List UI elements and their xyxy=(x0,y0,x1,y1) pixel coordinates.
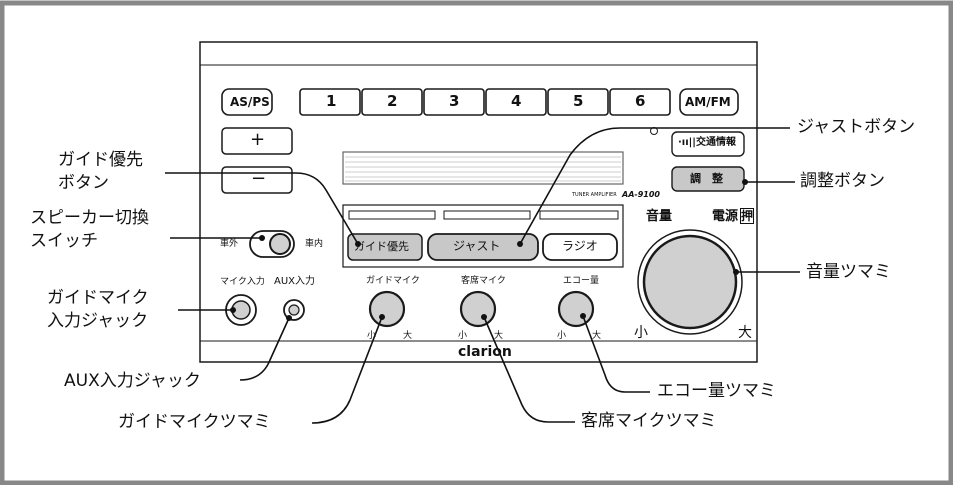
callout-guide-mic-jack-line1: ガイドマイク xyxy=(47,288,149,308)
adjust-label: 調 整 xyxy=(690,172,723,185)
preset-button-1[interactable] xyxy=(299,88,361,116)
preset-row xyxy=(221,88,739,116)
echo-knob[interactable] xyxy=(557,290,595,328)
preset-3-label: 3 xyxy=(449,92,460,110)
preset-6-label: 6 xyxy=(635,92,646,110)
preset-5-label: 5 xyxy=(573,92,584,110)
callout-aux-jack: AUX入力ジャック xyxy=(64,371,201,391)
callout-speaker-switch-line2: スイッチ xyxy=(30,231,98,251)
power-label: 電源 xyxy=(712,209,739,224)
echo-knob-min: 小 xyxy=(557,331,567,341)
model-label: AA-9100 xyxy=(622,190,660,199)
minus-label: − xyxy=(251,168,267,189)
callout-adjust-button: 調整ボタン xyxy=(800,171,885,191)
switch-inside-label: 車内 xyxy=(305,239,324,249)
just-btn-label: ジャスト xyxy=(453,239,501,253)
volume-label: 音量 xyxy=(646,209,673,224)
mic-input-label: マイク入力 xyxy=(220,277,265,287)
guide-knob-max: 大 xyxy=(403,331,413,341)
volume-knob[interactable] xyxy=(637,229,743,335)
preset-button-5[interactable] xyxy=(547,88,609,116)
just-button[interactable] xyxy=(427,233,539,261)
echo-knob-label: エコー量 xyxy=(563,276,600,286)
passenger-knob-max: 大 xyxy=(494,331,504,341)
guide-mic-knob[interactable] xyxy=(368,290,406,328)
callout-guide-priority-line2: ボタン xyxy=(58,173,109,193)
callout-guide-priority-line1: ガイド優先 xyxy=(58,150,143,170)
radio-button[interactable] xyxy=(542,233,618,261)
passenger-knob-min: 小 xyxy=(458,331,468,341)
callout-just-button: ジャストボタン xyxy=(797,117,916,137)
echo-knob-max: 大 xyxy=(592,331,602,341)
plus-button[interactable] xyxy=(221,127,293,155)
band-indicators xyxy=(348,210,619,220)
display-window xyxy=(342,151,624,185)
am-fm-label: AM/FM xyxy=(685,95,731,109)
power-push-label: 押 xyxy=(740,208,755,224)
guide-mic-knob-label: ガイドマイク xyxy=(366,276,420,286)
model-small-label: TUNER AMPLIFIER xyxy=(572,192,617,198)
leader-lines xyxy=(165,127,800,424)
adjust-button[interactable] xyxy=(671,166,745,192)
leader-dots xyxy=(230,179,748,321)
callout-guide-mic-knob: ガイドマイクツマミ xyxy=(118,412,271,432)
callout-passenger-mic-knob: 客席マイクツマミ xyxy=(581,411,717,431)
traffic-info-label: ·ıı||交通情報 xyxy=(678,137,736,148)
mic-input-jack[interactable] xyxy=(225,294,257,326)
preset-button-6[interactable] xyxy=(609,88,671,116)
plus-label: + xyxy=(250,129,266,150)
as-ps-button[interactable] xyxy=(221,88,273,116)
volume-min: 小 xyxy=(634,325,648,341)
preset-4-label: 4 xyxy=(511,92,522,110)
switch-outside-label: 車外 xyxy=(220,239,239,249)
preset-1-label: 1 xyxy=(326,92,337,110)
callout-echo-knob: エコー量ツマミ xyxy=(657,381,776,401)
radio-btn-label: ラジオ xyxy=(562,239,598,253)
callout-guide-mic-jack-line2: 入力ジャック xyxy=(47,311,149,331)
as-ps-label: AS/PS xyxy=(230,95,270,109)
callout-volume-knob: 音量ツマミ xyxy=(806,262,891,282)
preset-button-4[interactable] xyxy=(485,88,547,116)
brand-logo: clarion xyxy=(458,344,512,360)
callout-speaker-switch-line1: スピーカー切換 xyxy=(30,208,149,228)
am-fm-button[interactable] xyxy=(679,88,739,116)
guide-priority-button[interactable] xyxy=(347,233,423,261)
preset-button-3[interactable] xyxy=(423,88,485,116)
volume-max: 大 xyxy=(738,325,752,341)
speaker-switch[interactable] xyxy=(249,230,295,258)
preset-button-2[interactable] xyxy=(361,88,423,116)
passenger-mic-knob-label: 客席マイク xyxy=(461,276,506,286)
passenger-mic-knob[interactable] xyxy=(459,290,497,328)
aux-input-label: AUX入力 xyxy=(274,276,316,287)
preset-2-label: 2 xyxy=(387,92,398,110)
traffic-info-button[interactable] xyxy=(671,131,745,157)
guide-priority-btn-label: ガイド優先 xyxy=(354,240,409,253)
guide-knob-min: 小 xyxy=(367,331,377,341)
